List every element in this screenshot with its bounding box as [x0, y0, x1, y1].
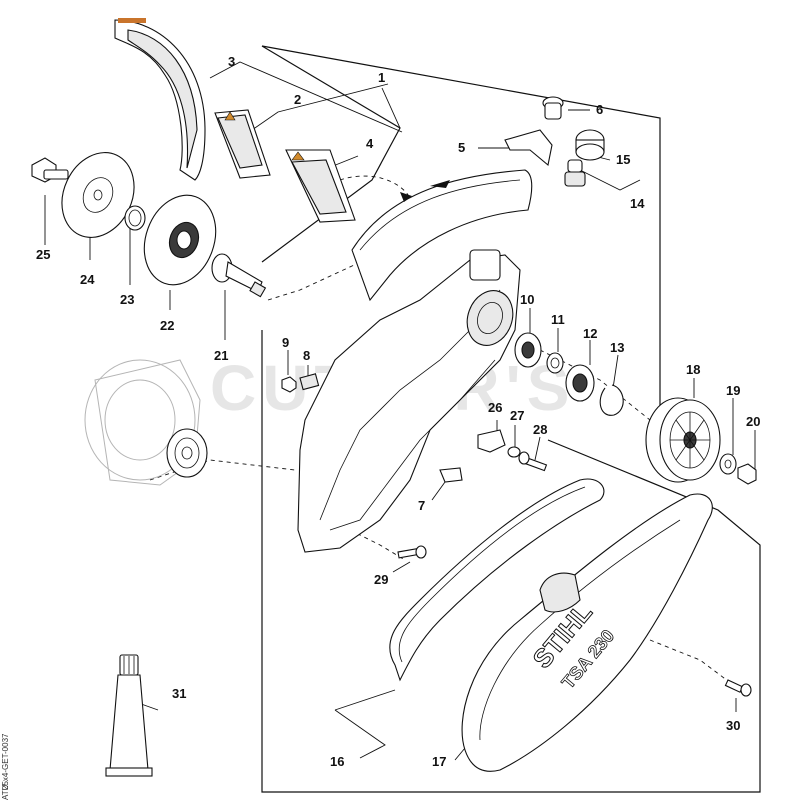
callout-3: 3	[228, 54, 235, 69]
part-18-belt-pulley	[645, 397, 721, 483]
callout-27: 27	[510, 408, 524, 423]
warning-triangle-icon	[291, 151, 305, 161]
motor-shaft-pulley	[166, 428, 208, 478]
part-13-circlip	[599, 384, 624, 416]
assembly-frame	[261, 45, 661, 452]
part-27-nut	[507, 446, 521, 458]
part-20-hex-nut	[737, 463, 757, 485]
part-26-clamp	[477, 429, 506, 453]
part-12-ball-bearing	[565, 364, 595, 402]
blade-guard-housing	[297, 169, 533, 553]
part-17-belt-cover: STIHL TSA 230	[461, 493, 713, 772]
part-29-screw	[397, 545, 427, 559]
callout-2: 2	[294, 92, 301, 107]
assembly-line-bearing	[539, 349, 651, 421]
callout-21: 21	[214, 348, 228, 363]
part-24-thrust-washer	[61, 152, 135, 238]
part-16-v-belt	[389, 478, 605, 682]
electric-motor-ghost	[84, 359, 208, 486]
part-31-grease-tube	[105, 654, 153, 777]
callout-23: 23	[120, 292, 134, 307]
decal-4-warning-band	[291, 159, 347, 215]
callout-26: 26	[488, 400, 502, 415]
decal-2-warning-band	[217, 114, 263, 169]
assembly-line-screw-29	[349, 529, 406, 561]
drawing-code: 25x4-GET-0037	[1, 733, 10, 790]
callout-14: 14	[630, 196, 645, 211]
part-22-thrust-plate	[143, 194, 217, 286]
callout-20: 20	[746, 414, 760, 429]
drawing-code-suffix: ATU	[1, 784, 10, 800]
part-5-guard-clip	[504, 129, 553, 167]
callout-7: 7	[418, 498, 425, 513]
callout-1: 1	[378, 70, 385, 85]
assembly-line-cover	[649, 639, 741, 691]
callout-8: 8	[303, 348, 310, 363]
part-10-ball-bearing	[514, 332, 542, 368]
callout-31: 31	[172, 686, 186, 701]
callout-9: 9	[282, 335, 289, 350]
assembly-line-shaft	[267, 259, 366, 301]
decal-3-orange-tip	[118, 18, 146, 23]
callout-labels: 1 2 3 4 5 6 7 8 9 10 11 12 13 14 15 16 1…	[36, 54, 760, 769]
warning-triangle-icon	[224, 111, 236, 121]
part-25-hex-bolt	[31, 157, 69, 183]
callout-17: 17	[432, 754, 446, 769]
callout-12: 12	[583, 326, 597, 341]
part-11-spacer-ring	[546, 352, 564, 374]
assembly-line-motor	[149, 459, 296, 481]
decal-3-curved-blade-sticker	[114, 19, 206, 181]
callout-10: 10	[520, 292, 534, 307]
callout-29: 29	[374, 572, 388, 587]
callout-24: 24	[80, 272, 95, 287]
part-28-screw	[518, 451, 548, 472]
callout-16: 16	[330, 754, 344, 769]
part-14-plug	[564, 159, 586, 187]
callout-19: 19	[726, 383, 740, 398]
part-23-spring-ring	[124, 205, 146, 231]
arrow-icon	[400, 192, 412, 202]
part-9-nut	[281, 376, 297, 393]
part-19-washer	[719, 453, 737, 475]
part-15-cap	[575, 129, 605, 161]
callout-4: 4	[366, 136, 374, 151]
part-21-spindle	[211, 253, 267, 298]
callout-22: 22	[160, 318, 174, 333]
callout-18: 18	[686, 362, 700, 377]
assembly-line-blade-guard	[339, 175, 411, 199]
part-8-guide-block	[299, 373, 320, 391]
callout-25: 25	[36, 247, 50, 262]
callout-30: 30	[726, 718, 740, 733]
part-6-screw	[542, 96, 564, 120]
callout-15: 15	[616, 152, 630, 167]
part-30-screw	[724, 679, 752, 697]
assembly-frame-diagonal	[261, 45, 401, 263]
callout-6: 6	[596, 102, 603, 117]
decal-3-inner-band	[127, 29, 198, 169]
callout-11: 11	[551, 312, 565, 327]
callout-5: 5	[458, 140, 465, 155]
callout-13: 13	[610, 340, 624, 355]
arrow-icon	[430, 180, 450, 188]
callout-28: 28	[533, 422, 547, 437]
part-7-spring	[439, 467, 463, 483]
